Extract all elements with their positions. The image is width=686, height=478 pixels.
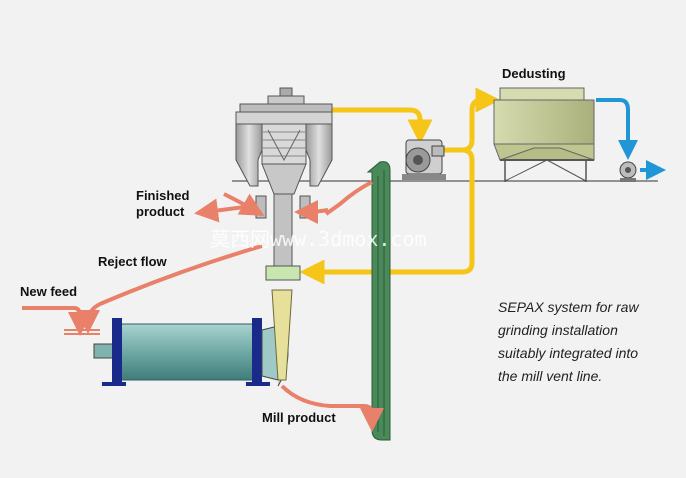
caption-line: grinding installation — [498, 322, 618, 338]
caption-line: SEPAX system for raw — [498, 299, 639, 315]
main-fan — [402, 139, 446, 180]
label-finished-product-1: Finished — [136, 188, 190, 203]
label-new-feed: New feed — [20, 284, 77, 299]
label-mill-product: Mill product — [262, 410, 336, 425]
vent-flow-lines — [299, 87, 501, 285]
material-flow-lines — [22, 180, 384, 432]
diagram-caption: SEPAX system for raw grinding installati… — [498, 296, 678, 388]
bucket-elevator — [366, 161, 391, 441]
exhaust-fan — [619, 161, 637, 182]
label-dedusting: Dedusting — [502, 66, 566, 81]
clean-gas-flow — [596, 98, 666, 180]
dedusting-filter — [493, 87, 595, 182]
watermark-text: 莫西网www.3dmox.com — [210, 227, 427, 251]
caption-line: the mill vent line. — [498, 368, 603, 384]
label-reject-flow: Reject flow — [98, 254, 168, 269]
label-finished-product-2: product — [136, 204, 185, 219]
caption-line: suitably integrated into — [498, 345, 639, 361]
ball-mill — [93, 289, 293, 387]
